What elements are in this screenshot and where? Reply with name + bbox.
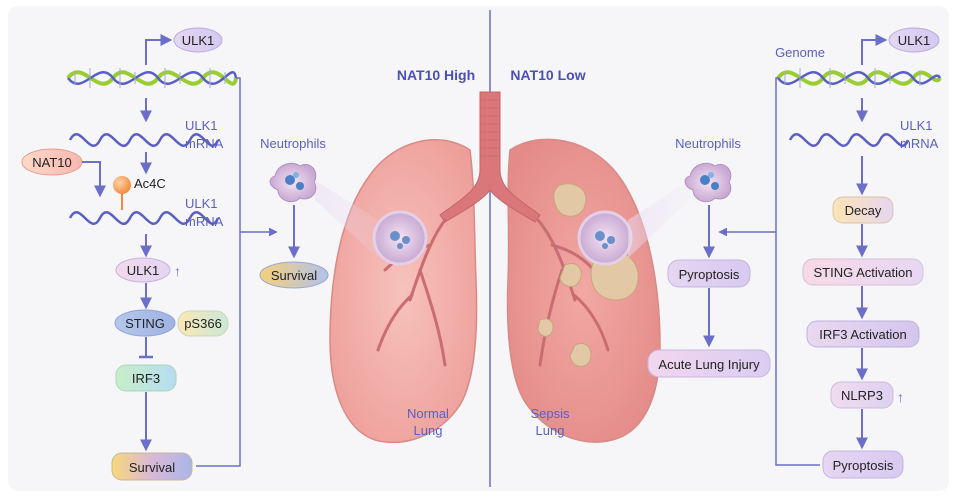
- lung-zoom-right: [579, 212, 631, 264]
- pyroptosis-right-label: Pyroptosis: [833, 458, 894, 473]
- ps366-label: pS366: [184, 316, 222, 331]
- mrna-left-1-label-b: mRNA: [185, 136, 224, 151]
- sting-activation-label: STING Activation: [814, 265, 913, 280]
- normal-lung-label-1: Normal: [407, 406, 449, 421]
- irf3-label: IRF3: [132, 371, 160, 386]
- survival-left-label: Survival: [129, 460, 175, 475]
- mrna-left-2-label-b: mRNA: [185, 214, 224, 229]
- gene-ulk1-right-label: ULK1: [898, 33, 931, 48]
- mrna-left-1-label-a: ULK1: [185, 118, 218, 133]
- lung-zoom-left: [374, 212, 426, 264]
- neutrophils-right-label: Neutrophils: [675, 136, 741, 151]
- nat10-label: NAT10: [32, 155, 72, 170]
- normal-lung-label-2: Lung: [414, 423, 443, 438]
- sting-label: STING: [125, 316, 165, 331]
- background-panel: [8, 6, 949, 491]
- neutrophil-survival-label: Survival: [271, 268, 317, 283]
- gene-ulk1-left-label: ULK1: [182, 33, 215, 48]
- genome-label: Genome: [775, 45, 825, 60]
- acute-lung-injury-label: Acute Lung Injury: [658, 357, 760, 372]
- neutrophils-left-label: Neutrophils: [260, 136, 326, 151]
- decay-label: Decay: [845, 203, 882, 218]
- nat10-high-title: NAT10 High: [397, 67, 475, 83]
- ulk1-protein-label: ULK1: [127, 263, 160, 278]
- nlrp3-up-arrow-icon: ↑: [897, 389, 904, 405]
- mrna-right-label-a: ULK1: [900, 118, 933, 133]
- irf3-activation-label: IRF3 Activation: [819, 327, 906, 342]
- mrna-right-label-b: mRNA: [900, 136, 939, 151]
- ac4c-modification: [113, 176, 131, 194]
- sepsis-lung-label-2: Lung: [536, 423, 565, 438]
- mrna-left-2-label-a: ULK1: [185, 196, 218, 211]
- nlrp3-label: NLRP3: [841, 388, 883, 403]
- nat10-low-title: NAT10 Low: [510, 67, 585, 83]
- ac4c-label: Ac4C: [134, 176, 166, 191]
- neutrophil-pyroptosis-label: Pyroptosis: [679, 267, 740, 282]
- ulk1-up-arrow-icon: ↑: [174, 263, 181, 279]
- sepsis-lung-label-1: Sepsis: [530, 406, 570, 421]
